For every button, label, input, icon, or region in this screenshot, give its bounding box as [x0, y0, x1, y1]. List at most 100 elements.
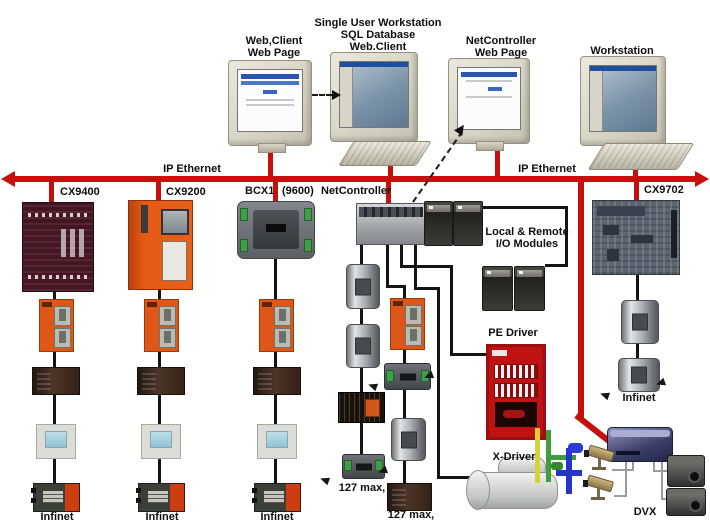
- cctv-camera-1: [583, 444, 617, 473]
- netctl-chain-b-module-gray: [391, 418, 426, 461]
- monitor-3-screen: [457, 67, 521, 130]
- io-module-2: [453, 201, 483, 246]
- actuator-2: [136, 483, 185, 512]
- monitor-3-stand: [476, 141, 504, 151]
- pointer-arrow-icon: [376, 465, 389, 477]
- label-127-max-1: 127 max,: [338, 482, 386, 494]
- monitor-single-user: [330, 52, 418, 142]
- label-monitor-3: NetController Web Page: [465, 35, 537, 59]
- wire-dvx-cam2-v: [625, 458, 627, 497]
- monitor-2-screen: [339, 61, 409, 128]
- ethernet-bus: [14, 176, 696, 182]
- bus-arrow-left-icon: [1, 171, 15, 187]
- wire-pe-3: [450, 265, 453, 356]
- label-infinet-4: Infinet: [622, 392, 656, 404]
- netctl-chain-a-circuit-device: [338, 392, 385, 423]
- wire-pe-2: [400, 265, 453, 268]
- arrowhead-right-icon: [332, 90, 341, 100]
- io-module-1: [424, 201, 453, 246]
- wire-dvx-cam4-h: [661, 498, 670, 500]
- cx9400-controller: [22, 202, 94, 292]
- infinet-module-orange-2: [144, 299, 179, 352]
- drop-cx9200: [156, 182, 161, 201]
- netctl-chain-b-controller: [384, 363, 431, 390]
- pointer-arrow-icon: [422, 370, 435, 382]
- cx9702-chain-module-1: [621, 300, 659, 344]
- wire-xdriver-3: [437, 287, 440, 479]
- monitor-2-keyboard: [338, 141, 432, 166]
- wire-pe-1: [400, 242, 403, 268]
- cctv-camera-2: [582, 474, 616, 503]
- wire-dvx-cam3-v: [653, 458, 655, 472]
- pipe-blue-horizontal-icon: [556, 470, 582, 476]
- wire-pe-4: [450, 353, 488, 356]
- pointer-arrow-icon: [598, 389, 611, 401]
- wire-netctl-chain-b1: [386, 242, 389, 288]
- drop-monitor-2: [388, 158, 393, 177]
- label-cx9200: CX9200: [166, 186, 206, 198]
- label-pe-driver: PE Driver: [488, 327, 538, 339]
- netctl-chain-a-module-2: [346, 324, 380, 368]
- io-module-3: [482, 266, 513, 311]
- label-cx9702: CX9702: [644, 184, 684, 196]
- wire-io-top: [482, 206, 568, 209]
- pipe-green-valve-icon: [551, 462, 563, 470]
- label-infinet-2: Infinet: [145, 511, 179, 523]
- label-monitor-1: Web,Client Web Page: [245, 35, 303, 59]
- actuator-3: [252, 483, 301, 512]
- wire-xdriver-4: [437, 476, 475, 479]
- drop-netcontroller: [386, 182, 391, 204]
- infinet-module-brown-1: [32, 367, 80, 395]
- wire-netctl-chain-b2: [386, 285, 406, 288]
- wire-io-bottom: [545, 264, 568, 267]
- drop-bcx1: [273, 182, 278, 202]
- thermostat-1: [36, 424, 76, 459]
- pe-driver-panel: [486, 344, 546, 440]
- drop-cx9702: [634, 182, 639, 201]
- netctl-chain-b-module-orange: [390, 298, 425, 350]
- wire-dvx-cam4-v: [661, 458, 663, 500]
- monitor-4-keyboard: [587, 143, 695, 170]
- cx9702-chain-module-2: [618, 358, 660, 392]
- wire-dvx-cam1-v: [632, 458, 634, 471]
- thermostat-3: [257, 424, 297, 459]
- infinet-module-brown-3: [253, 367, 301, 395]
- bus-arrow-right-icon: [695, 171, 709, 187]
- drop-cx9400: [49, 182, 54, 203]
- label-cx9400: CX9400: [60, 186, 100, 198]
- label-bcx1-name: BCX1: [245, 185, 275, 197]
- label-io-modules: Local & Remote I/O Modules: [485, 226, 569, 250]
- pipe-green-horizontal-icon: [546, 455, 576, 460]
- pipe-blue-valve-icon: [568, 443, 583, 453]
- infinet-module-orange-3: [259, 299, 294, 352]
- monitor-4-screen: [589, 65, 657, 132]
- infinet-module-brown-2: [137, 367, 185, 395]
- arrow-webclient-to-workstation: [312, 94, 332, 96]
- netctl-chain-a-module-1: [346, 264, 380, 309]
- drop-monitor-1: [268, 147, 273, 177]
- label-ip-ethernet-left: IP Ethernet: [163, 163, 221, 175]
- pointer-arrow-icon: [366, 380, 379, 392]
- box-camera-2: [666, 488, 706, 516]
- label-infinet-1: Infinet: [40, 511, 74, 523]
- drop-dvx-vertical: [578, 182, 584, 418]
- label-ip-ethernet-right: IP Ethernet: [518, 163, 576, 175]
- io-module-4: [514, 266, 545, 311]
- label-netcontroller: NetController: [321, 185, 392, 197]
- label-127-max-2: 127 max,: [387, 509, 435, 521]
- actuator-1: [31, 483, 80, 512]
- label-monitor-2: Single User Workstation SQL Database Web…: [314, 17, 442, 53]
- cx9200-controller: [128, 200, 193, 290]
- label-infinet-3: Infinet: [260, 511, 294, 523]
- bcx1-controller: [237, 201, 315, 259]
- pointer-arrow-icon: [318, 474, 331, 486]
- monitor-web-client: [228, 60, 312, 146]
- wire-dvx-cam1-h: [612, 469, 634, 471]
- box-camera-1: [667, 455, 705, 487]
- infinet-module-orange-1: [39, 299, 74, 352]
- cx9702-controller: [592, 200, 680, 275]
- thermostat-2: [141, 424, 181, 459]
- pointer-arrow-icon: [654, 377, 667, 389]
- pipe-yellow-icon: [535, 428, 540, 483]
- wire-xdriver-1: [414, 242, 417, 290]
